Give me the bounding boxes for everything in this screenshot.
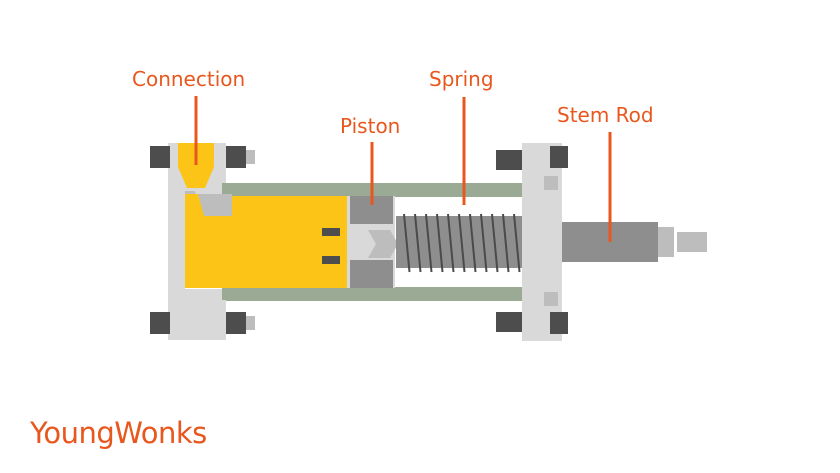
- right-bolt-top-nut: [544, 176, 558, 190]
- spring-label: Spring: [429, 67, 494, 91]
- piston-pin-bottom: [322, 256, 340, 264]
- right-bolt-bottom-outer: [496, 312, 522, 332]
- youngwonks-logo: YoungWonks: [30, 416, 207, 450]
- connection-label: Connection: [132, 67, 245, 91]
- right-bolt-bottom-inner: [550, 312, 568, 334]
- right-end-cap: [522, 143, 562, 341]
- spring-coil-path: [403, 213, 521, 273]
- stem-rod-label: Stem Rod: [557, 103, 654, 127]
- left-bolt-bottom-nut: [246, 316, 255, 330]
- spring: [403, 213, 521, 273]
- left-bolt-bottom-inner: [226, 312, 246, 334]
- right-bolt-bottom-nut: [544, 292, 558, 306]
- right-bolt-top-inner: [550, 146, 568, 168]
- left-bolt-top-outer: [150, 146, 170, 168]
- lower-tie-rod: [222, 287, 527, 301]
- piston-cone: [368, 230, 398, 258]
- left-bolt-top-nut: [246, 150, 255, 164]
- left-end-cap: [168, 143, 226, 340]
- stem-rod-collar: [658, 227, 674, 257]
- right-bolt-top-outer: [496, 150, 522, 170]
- piston-label: Piston: [340, 114, 400, 138]
- piston-seal-bottom: [350, 260, 393, 288]
- connection-port-taper: [178, 167, 214, 188]
- upper-tie-rod: [222, 183, 527, 197]
- stem-rod-tip: [677, 232, 707, 252]
- fluid-passage: [198, 194, 232, 216]
- left-bolt-top-inner: [226, 146, 246, 168]
- left-bolt-bottom-outer: [150, 312, 170, 334]
- piston-pin-top: [322, 228, 340, 236]
